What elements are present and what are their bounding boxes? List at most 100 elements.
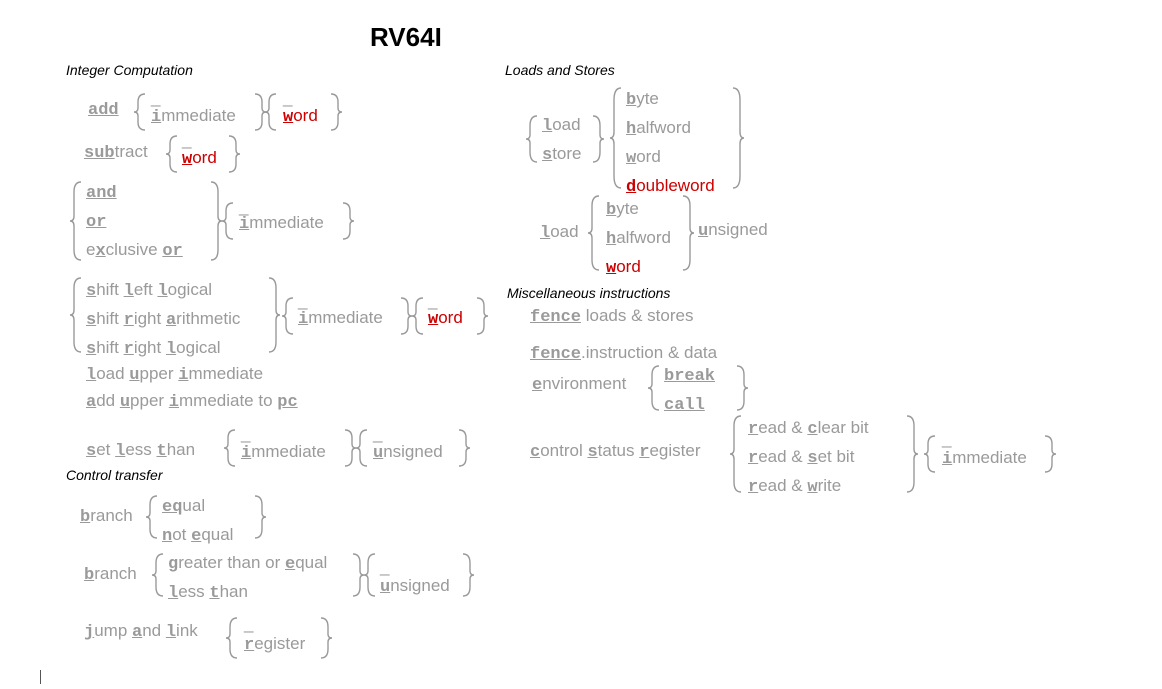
dash-word: _ bbox=[428, 291, 438, 310]
lt-item: less than bbox=[168, 582, 248, 603]
dash-word: _ bbox=[182, 130, 192, 149]
unsigned-label: unsigned bbox=[380, 576, 450, 597]
right-brace bbox=[320, 617, 333, 659]
read-write-item: read & write bbox=[748, 476, 842, 497]
shift-ops-list: shift left logical shift right arithmeti… bbox=[86, 276, 240, 363]
word-item: word bbox=[606, 257, 641, 278]
unsigned-label: unsigned bbox=[698, 220, 768, 241]
right-brace bbox=[342, 202, 355, 240]
fence-instruction-label: fence.instruction & data bbox=[530, 343, 718, 364]
branch-eq-list: equal not equal bbox=[162, 492, 233, 550]
right-brace bbox=[462, 553, 475, 597]
immediate-label: immediate bbox=[239, 213, 324, 234]
xor-item: exclusive or bbox=[86, 240, 183, 261]
left-brace bbox=[363, 553, 376, 597]
left-brace bbox=[923, 435, 936, 473]
left-brace bbox=[133, 93, 146, 131]
left-brace bbox=[69, 277, 82, 353]
load-store-list: load store bbox=[542, 111, 582, 169]
dash-immediate: _ bbox=[239, 197, 249, 216]
section-integer-computation: Integer Computation bbox=[66, 62, 193, 78]
section-loads-and-stores: Loads and Stores bbox=[505, 62, 615, 78]
text-cursor bbox=[40, 670, 41, 684]
auipc-label: add upper immediate to pc bbox=[86, 391, 298, 412]
left-brace bbox=[225, 617, 238, 659]
right-brace bbox=[592, 115, 605, 163]
read-clear-item: read & clear bit bbox=[748, 418, 869, 439]
right-brace bbox=[682, 195, 695, 271]
dash-register: _ bbox=[244, 614, 254, 633]
dash-word: _ bbox=[283, 88, 293, 107]
halfword-item: halfword bbox=[626, 118, 692, 139]
left-brace bbox=[525, 115, 538, 163]
byte-item: byte bbox=[606, 199, 639, 220]
break-item: break bbox=[664, 367, 716, 386]
unsigned-size-list: byte halfword word bbox=[606, 195, 671, 282]
environment-label: environment bbox=[532, 374, 627, 395]
logic-ops-list: and or exclusive or bbox=[86, 178, 183, 265]
left-brace bbox=[264, 93, 277, 131]
read-set-item: read & set bit bbox=[748, 447, 855, 468]
dash-immediate: _ bbox=[151, 88, 161, 107]
byte-item: byte bbox=[626, 89, 659, 110]
halfword-item: halfword bbox=[606, 228, 672, 249]
dash-immediate: _ bbox=[298, 291, 308, 310]
left-brace bbox=[151, 553, 164, 597]
csr-op-list: read & clear bit read & set bit read & w… bbox=[748, 414, 869, 501]
right-brace bbox=[906, 415, 919, 493]
branch-cmp-list: greater than or equal less than bbox=[168, 549, 327, 607]
slt-label: set less than bbox=[86, 440, 196, 461]
register-label: register bbox=[244, 634, 306, 655]
load-item: load bbox=[542, 115, 581, 136]
right-brace bbox=[1044, 435, 1057, 473]
right-brace bbox=[476, 297, 489, 335]
csr-label: control status register bbox=[530, 441, 701, 462]
branch-label: branch bbox=[84, 564, 137, 585]
load-label: load bbox=[540, 222, 579, 243]
page-title: RV64I bbox=[370, 22, 442, 52]
left-brace bbox=[281, 297, 294, 335]
dash-unsigned: _ bbox=[380, 557, 390, 576]
or-item: or bbox=[86, 213, 107, 232]
immediate-label: immediate bbox=[298, 308, 383, 329]
sll-item: shift left logical bbox=[86, 280, 213, 301]
right-brace bbox=[228, 135, 241, 173]
left-brace bbox=[609, 87, 622, 189]
left-brace bbox=[355, 429, 368, 467]
dash-immediate: _ bbox=[241, 424, 251, 443]
section-control-transfer: Control transfer bbox=[66, 467, 163, 483]
doubleword-item: doubleword bbox=[626, 176, 715, 197]
left-brace bbox=[69, 181, 82, 261]
right-brace bbox=[732, 87, 745, 189]
size-list: byte halfword word doubleword bbox=[626, 85, 715, 201]
right-brace bbox=[254, 495, 267, 539]
branch-label: branch bbox=[80, 506, 133, 527]
immediate-label: immediate bbox=[241, 442, 326, 463]
jal-label: jump and link bbox=[84, 621, 198, 642]
unsigned-label: unsigned bbox=[373, 442, 443, 463]
store-item: store bbox=[542, 144, 582, 165]
left-brace bbox=[411, 297, 424, 335]
right-brace bbox=[458, 429, 471, 467]
immediate-label: immediate bbox=[151, 106, 236, 127]
left-brace bbox=[223, 429, 236, 467]
immediate-label: immediate bbox=[942, 448, 1027, 469]
word-label: word bbox=[428, 308, 463, 329]
call-item: call bbox=[664, 396, 705, 415]
sra-item: shift right arithmetic bbox=[86, 309, 241, 330]
dash-unsigned: _ bbox=[373, 424, 383, 443]
left-brace bbox=[145, 495, 158, 539]
section-misc: Miscellaneous instructions bbox=[507, 285, 671, 301]
srl-item: shift right logical bbox=[86, 338, 221, 359]
word-label: word bbox=[182, 148, 217, 169]
equal-item: equal bbox=[162, 496, 206, 517]
left-brace bbox=[587, 195, 600, 271]
dash-immediate: _ bbox=[942, 429, 952, 448]
add-label: add bbox=[88, 101, 119, 120]
left-brace bbox=[729, 415, 742, 493]
fence-loads-label: fence loads & stores bbox=[530, 306, 694, 327]
left-brace bbox=[165, 135, 178, 173]
left-brace bbox=[647, 365, 660, 411]
word-label: word bbox=[283, 106, 318, 127]
lui-label: load upper immediate bbox=[86, 364, 264, 385]
